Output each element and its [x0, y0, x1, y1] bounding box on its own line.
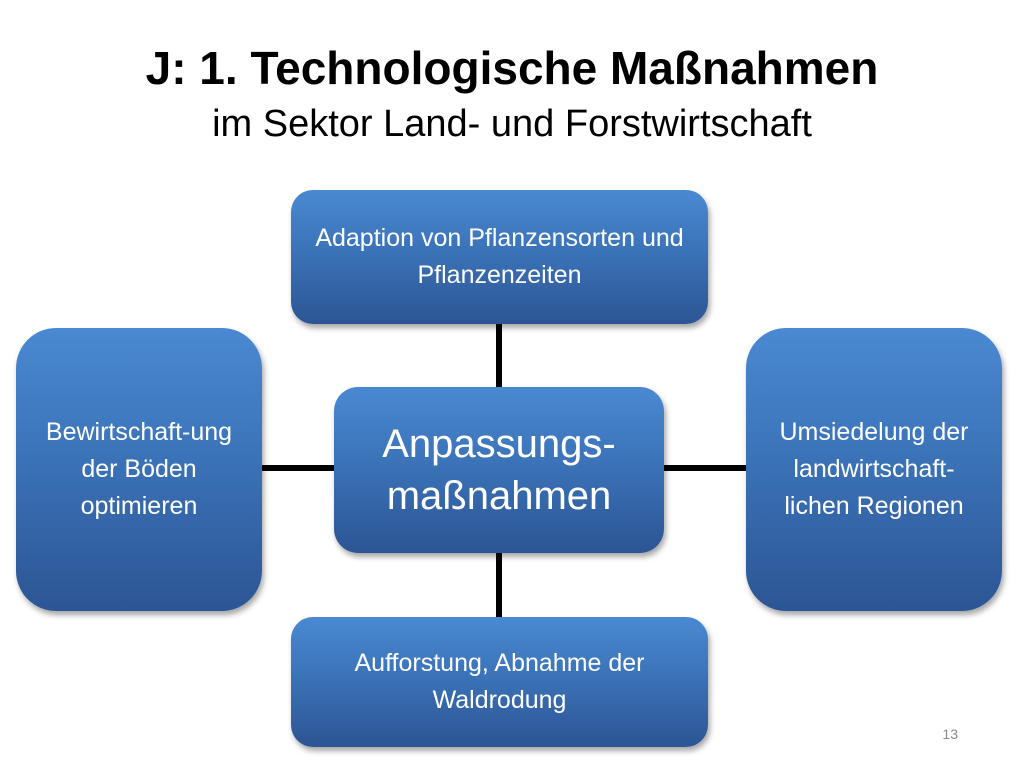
slide-subtitle: im Sektor Land- und Forstwirtschaft [212, 103, 812, 145]
node-left: Bewirtschaft-ung der Böden optimieren [16, 328, 262, 611]
connector-bottom [496, 550, 502, 620]
node-top: Adaption von Pflanzensorten und Pflanzen… [291, 190, 708, 324]
node-bottom: Aufforstung, Abnahme der Waldrodung [291, 617, 708, 747]
node-right-label: Umsiedelung der landwirtschaft-lichen Re… [779, 418, 969, 520]
node-center-label: Anpassungs-maßnahmen [382, 422, 616, 518]
page-number: 13 [942, 726, 958, 742]
node-left-label: Bewirtschaft-ung der Böden optimieren [45, 418, 233, 520]
node-center: Anpassungs-maßnahmen [334, 387, 664, 553]
slide-title-block: J: 1. Technologische Maßnahmen im Sektor… [0, 38, 1024, 150]
node-bottom-label: Aufforstung, Abnahme der Waldrodung [354, 649, 645, 714]
node-top-label: Adaption von Pflanzensorten und Pflanzen… [315, 224, 684, 289]
connector-top [496, 322, 502, 390]
connector-left [262, 465, 336, 471]
node-right: Umsiedelung der landwirtschaft-lichen Re… [746, 328, 1002, 611]
connector-right [662, 465, 750, 471]
slide-title: J: 1. Technologische Maßnahmen [145, 42, 879, 94]
